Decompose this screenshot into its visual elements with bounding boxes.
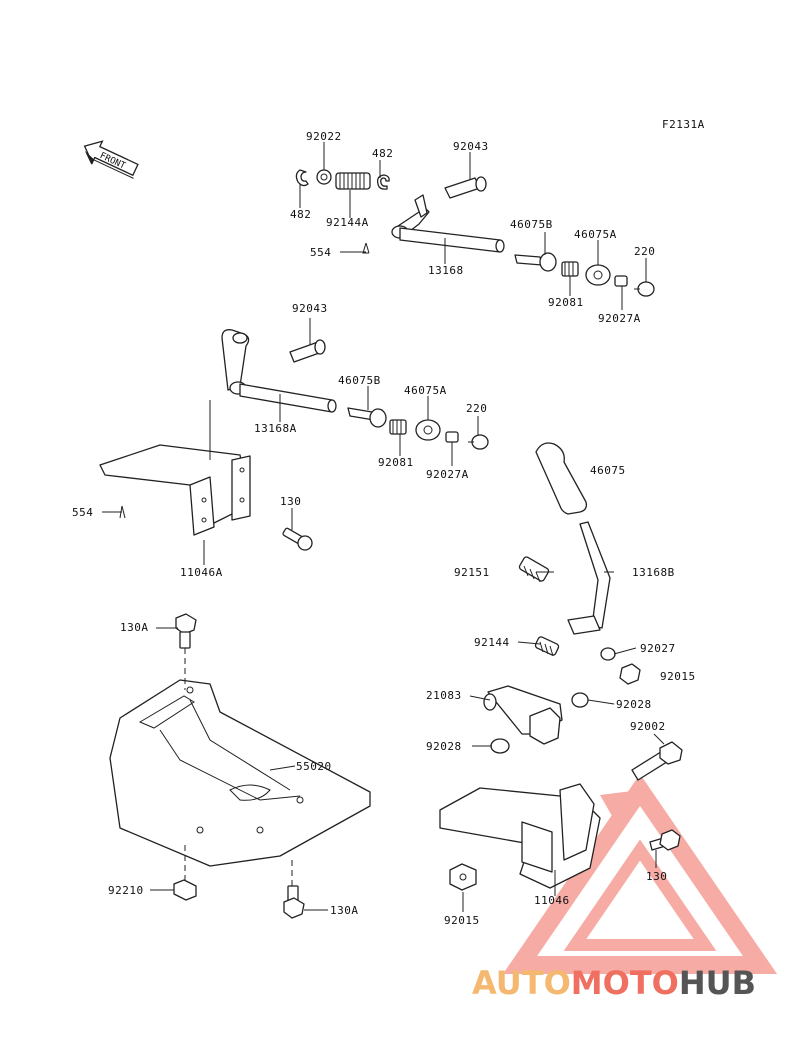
label-92043-top: 92043 bbox=[453, 140, 489, 153]
label-92027a-mid: 92027A bbox=[426, 468, 469, 481]
label-92015-bot: 92015 bbox=[444, 914, 480, 927]
label-92151: 92151 bbox=[454, 566, 490, 579]
label-55020: 55020 bbox=[296, 760, 332, 773]
label-92002: 92002 bbox=[630, 720, 666, 733]
leader-lines bbox=[102, 142, 665, 912]
label-482-top: 482 bbox=[372, 147, 393, 160]
label-11046a: 11046A bbox=[180, 566, 223, 579]
label-130-right: 130 bbox=[646, 870, 667, 883]
label-92144: 92144 bbox=[474, 636, 510, 649]
shift-shaft-assembly-top bbox=[295, 169, 655, 297]
watermark-logo-icon bbox=[502, 774, 778, 974]
label-92015-right: 92015 bbox=[660, 670, 696, 683]
front-arrow-icon: FRONT bbox=[83, 140, 139, 179]
label-220-mid: 220 bbox=[466, 402, 487, 415]
label-92081-top: 92081 bbox=[548, 296, 584, 309]
label-92027a-top: 92027A bbox=[598, 312, 641, 325]
label-130a-top: 130A bbox=[120, 621, 149, 634]
label-92210: 92210 bbox=[108, 884, 144, 897]
label-92027: 92027 bbox=[640, 642, 676, 655]
label-130-mid: 130 bbox=[280, 495, 301, 508]
skid-plate-55020 bbox=[109, 613, 371, 919]
label-92028-bot: 92028 bbox=[426, 740, 462, 753]
label-92144a: 92144A bbox=[326, 216, 369, 229]
label-21083: 21083 bbox=[426, 689, 462, 702]
shift-shaft-assembly-mid bbox=[99, 329, 489, 551]
label-554-top: 554 bbox=[310, 246, 331, 259]
label-46075a-top: 46075A bbox=[574, 228, 617, 241]
label-13168a: 13168A bbox=[254, 422, 297, 435]
watermark-part3: HUB bbox=[679, 964, 756, 1002]
label-13168b: 13168B bbox=[632, 566, 675, 579]
label-554-mid: 554 bbox=[72, 506, 93, 519]
watermark-part2: MOTO bbox=[571, 964, 679, 1002]
label-220-top: 220 bbox=[634, 245, 655, 258]
label-46075b-mid: 46075B bbox=[338, 374, 381, 387]
label-46075: 46075 bbox=[590, 464, 626, 477]
label-13168: 13168 bbox=[428, 264, 464, 277]
part-labels: 92022 482 92043 482 92144A 554 13168 460… bbox=[72, 130, 696, 927]
label-130a-bot: 130A bbox=[330, 904, 359, 917]
label-482-left: 482 bbox=[290, 208, 311, 221]
label-92028-top: 92028 bbox=[616, 698, 652, 711]
shift-lever-assembly bbox=[439, 442, 683, 891]
label-11046: 11046 bbox=[534, 894, 570, 907]
label-46075b-top: 46075B bbox=[510, 218, 553, 231]
watermark-part1: AUTO bbox=[472, 964, 571, 1002]
label-46075a-mid: 46075A bbox=[404, 384, 447, 397]
label-92022: 92022 bbox=[306, 130, 342, 143]
label-92043-mid: 92043 bbox=[292, 302, 328, 315]
diagram-code: F2131A bbox=[662, 118, 705, 131]
watermark-wordmark: AUTOMOTOHUB bbox=[472, 964, 756, 1002]
label-92081-mid: 92081 bbox=[378, 456, 414, 469]
